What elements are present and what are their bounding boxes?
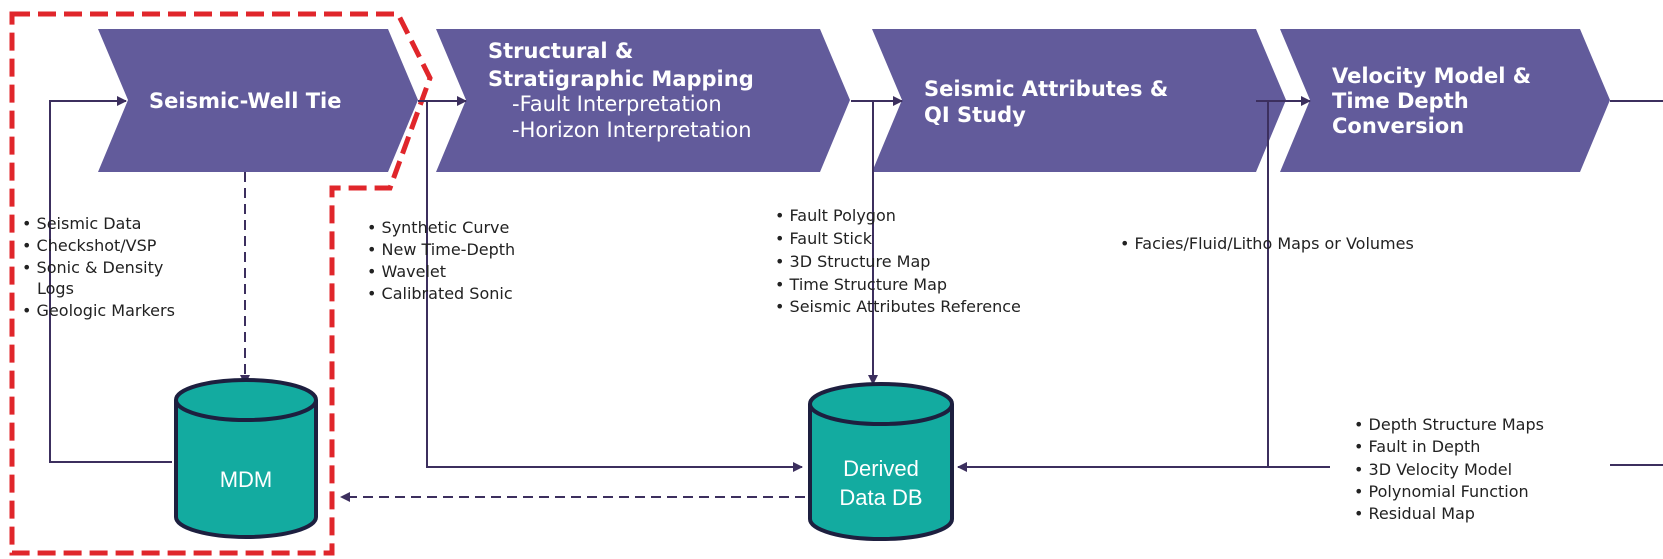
- svg-text:• 3D Velocity Model: • 3D Velocity Model: [1354, 460, 1512, 479]
- list-item: 3D Structure Map: [790, 252, 931, 271]
- chevron-title: QI Study: [924, 103, 1026, 127]
- mdm-label: MDM: [220, 467, 273, 492]
- svg-text:• Depth Structure Maps: • Depth Structure Maps: [1354, 415, 1544, 434]
- derived-db-label: Data DB: [839, 485, 922, 510]
- chevron-subtitle: -Fault Interpretation: [512, 92, 722, 116]
- list-well-tie-outputs: • Synthetic Curve • New Time-Depth • Wav…: [367, 218, 515, 303]
- list-item: Fault Stick: [790, 229, 873, 248]
- svg-text:• Seismic Data: • Seismic Data: [22, 214, 141, 233]
- svg-text:• Synthetic Curve: • Synthetic Curve: [367, 218, 509, 237]
- list-item: Checkshot/VSP: [37, 236, 157, 255]
- svg-text:• Geologic Markers: • Geologic Markers: [22, 301, 175, 320]
- list-item: Logs: [37, 279, 74, 298]
- svg-text:• 3D Structure Map: • 3D Structure Map: [775, 252, 930, 271]
- chevron-title: Velocity Model &: [1332, 64, 1531, 88]
- list-velocity-outputs: • Depth Structure Maps • Fault in Depth …: [1354, 415, 1544, 523]
- chevron-subtitle: -Horizon Interpretation: [512, 118, 752, 142]
- list-item: Geologic Markers: [37, 301, 175, 320]
- list-item: Calibrated Sonic: [382, 284, 513, 303]
- list-item: Residual Map: [1369, 504, 1475, 523]
- derived-data-database: Derived Data DB: [808, 382, 954, 541]
- derived-db-label: Derived: [843, 456, 919, 481]
- svg-text:• Time Structure Map: • Time Structure Map: [775, 275, 947, 294]
- chevron-title: Time Depth: [1332, 89, 1469, 113]
- connector-well-tie-outputs: [426, 101, 803, 472]
- list-item: Polynomial Function: [1369, 482, 1529, 501]
- svg-text:• Seismic Attributes Reference: • Seismic Attributes Reference: [775, 297, 1021, 316]
- svg-text:• Calibrated Sonic: • Calibrated Sonic: [367, 284, 513, 303]
- connectors: [49, 96, 1663, 502]
- list-item: Fault in Depth: [1369, 437, 1481, 456]
- chevron-title: Stratigraphic Mapping: [488, 67, 754, 91]
- list-item: Seismic Data: [37, 214, 142, 233]
- list-item: New Time-Depth: [382, 240, 516, 259]
- svg-text:• Polynomial Function: • Polynomial Function: [1354, 482, 1529, 501]
- svg-text:• Checkshot/VSP: • Checkshot/VSP: [22, 236, 157, 255]
- svg-text:• New Time-Depth: • New Time-Depth: [367, 240, 515, 259]
- chevron-velocity-model: Velocity Model & Time Depth Conversion: [1280, 29, 1610, 172]
- svg-text:• Wavelet: • Wavelet: [367, 262, 446, 281]
- chevron-title: Structural &: [488, 39, 633, 63]
- list-item: 3D Velocity Model: [1369, 460, 1512, 479]
- list-mapping-outputs: • Fault Polygon • Fault Stick • 3D Struc…: [775, 206, 1021, 316]
- list-qi-outputs: • Facies/Fluid/Litho Maps or Volumes: [1120, 234, 1414, 253]
- list-inputs: • Seismic Data • Checkshot/VSP • Sonic &…: [22, 214, 175, 320]
- mdm-database: MDM: [174, 378, 318, 539]
- list-item: Facies/Fluid/Litho Maps or Volumes: [1135, 234, 1414, 253]
- chevron-structural-mapping: Structural & Stratigraphic Mapping -Faul…: [436, 29, 850, 172]
- svg-text:• Fault in Depth: • Fault in Depth: [1354, 437, 1480, 456]
- svg-text:• Fault Polygon: • Fault Polygon: [775, 206, 896, 225]
- chevron-title: Seismic Attributes &: [924, 77, 1168, 101]
- chevron-seismic-well-tie: Seismic-Well Tie: [98, 29, 418, 172]
- list-item: Synthetic Curve: [382, 218, 510, 237]
- list-item: Wavelet: [382, 262, 446, 281]
- list-item: Time Structure Map: [789, 275, 948, 294]
- chevron-title: Conversion: [1332, 114, 1464, 138]
- svg-text:• Fault Stick: • Fault Stick: [775, 229, 873, 248]
- svg-text:• Residual Map: • Residual Map: [1354, 504, 1475, 523]
- svg-text:• Facies/Fluid/Litho Maps or V: • Facies/Fluid/Litho Maps or Volumes: [1120, 234, 1414, 253]
- highlight-region: [9, 11, 433, 556]
- list-item: Seismic Attributes Reference: [790, 297, 1021, 316]
- connector-mdm-to-well-tie: [49, 96, 172, 463]
- list-item: Sonic & Density: [37, 258, 164, 277]
- chevron-title: Seismic-Well Tie: [149, 89, 342, 113]
- list-item: Fault Polygon: [790, 206, 896, 225]
- chevron-seismic-attributes: Seismic Attributes & QI Study: [872, 29, 1286, 172]
- list-item: Depth Structure Maps: [1369, 415, 1544, 434]
- svg-text:• Sonic & Density: • Sonic & Density: [22, 258, 163, 277]
